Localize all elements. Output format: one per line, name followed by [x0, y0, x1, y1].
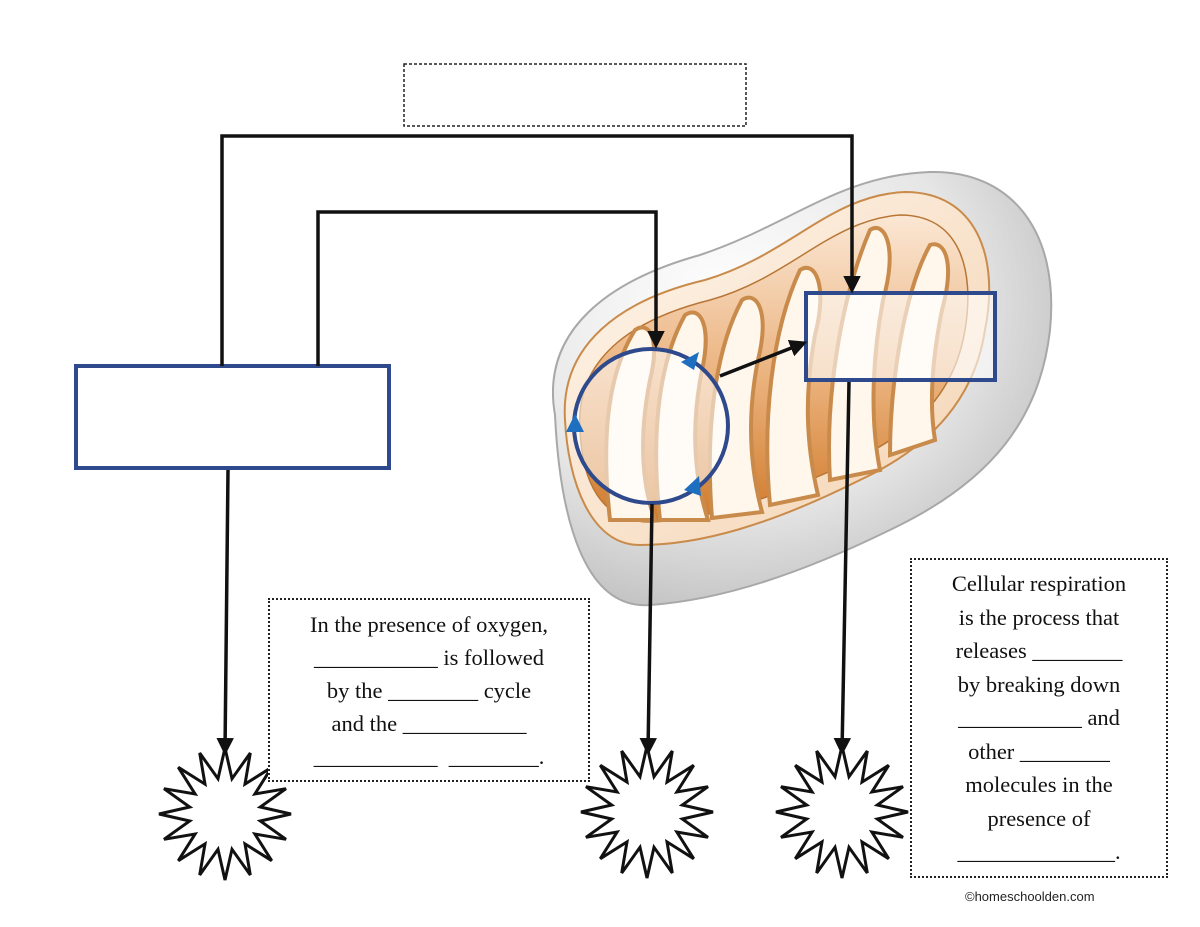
- note-line: other ________: [968, 738, 1110, 764]
- left-down-arrow: [216, 469, 234, 756]
- copyright-credit: ©homeschoolden.com: [965, 889, 1095, 904]
- left-starburst: [158, 747, 292, 881]
- inner-connector: [316, 210, 665, 366]
- cellular-respiration-note: Cellular respiration is the process that…: [910, 558, 1168, 878]
- note-line: and the ___________: [331, 711, 527, 736]
- note-line: by the ________ cycle: [326, 678, 532, 703]
- right-down-arrow: [833, 381, 852, 756]
- note-line: presence of: [987, 805, 1091, 831]
- cycle-to-box-arrow: [719, 339, 808, 378]
- note-line: releases ________: [955, 638, 1123, 663]
- cycle-arrow-1: [681, 352, 699, 370]
- note-line: In the presence of oxygen,: [309, 612, 549, 637]
- note-line: Cellular respiration: [951, 571, 1127, 596]
- right-answer-box: [804, 291, 997, 382]
- middle-down-arrow: [639, 503, 657, 756]
- krebs-cycle-circle: [566, 347, 730, 505]
- left-answer-box: [74, 364, 391, 470]
- cycle-arrow-3: [684, 476, 701, 496]
- note-line: is the process that: [958, 604, 1120, 630]
- oxygen-presence-note: In the presence of oxygen, ___________ i…: [268, 598, 590, 782]
- right-starburst: [775, 745, 909, 879]
- note-line: ___________ ________.: [313, 744, 545, 769]
- middle-starburst: [580, 745, 714, 879]
- note-line: ___________ is followed: [314, 645, 544, 670]
- outer-connector: [220, 134, 861, 366]
- cycle-arrow-2: [566, 414, 584, 432]
- note-line: by breaking down: [957, 671, 1121, 697]
- connector-lines: [216, 134, 861, 756]
- note-line: ___________ and: [958, 705, 1120, 730]
- note-line: molecules in the: [965, 772, 1113, 797]
- note-line: ______________.: [957, 839, 1121, 864]
- top-label-box: [403, 63, 747, 127]
